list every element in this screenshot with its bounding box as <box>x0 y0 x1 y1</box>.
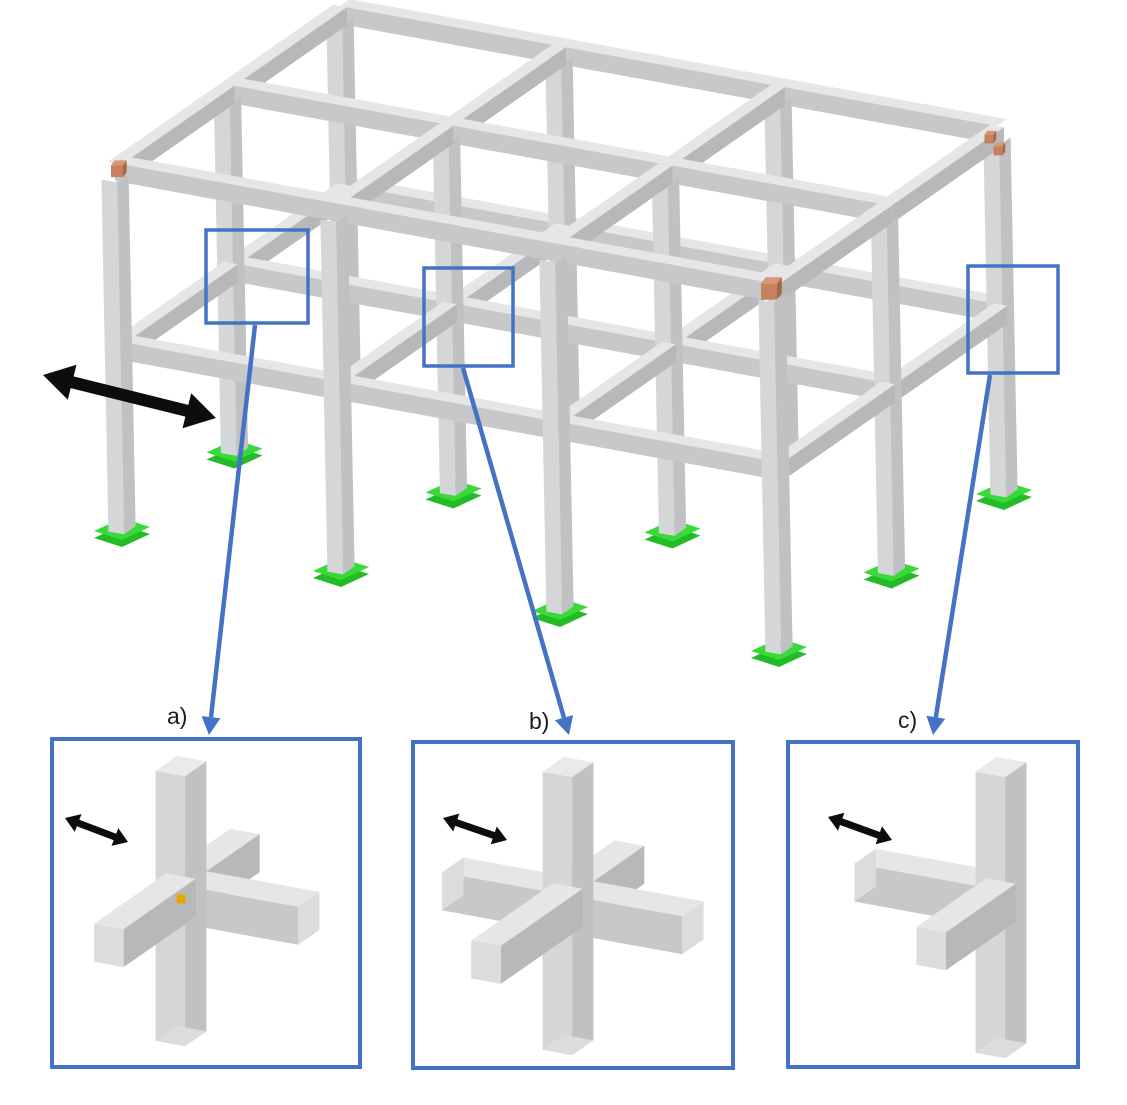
load-direction-arrow <box>43 364 216 429</box>
detail-label-c: c) <box>898 707 918 733</box>
connection-marker <box>176 894 186 904</box>
joint-detail-b <box>442 756 704 1056</box>
highlight-box-a <box>204 228 310 325</box>
highlight-box-b <box>422 266 515 368</box>
detail-arrow-a <box>65 814 128 846</box>
leader-arrow-a <box>201 324 258 735</box>
highlight-box-c <box>966 264 1060 375</box>
joint-detail-a <box>94 755 320 1047</box>
leader-arrow-b <box>460 367 574 735</box>
detail-label-b: b) <box>529 708 550 734</box>
joint-detail-c <box>854 756 1027 1059</box>
detail-arrow-c <box>828 812 892 845</box>
corner-markers <box>111 130 1006 300</box>
leader-arrow-c <box>926 374 993 735</box>
detail-arrow-b <box>443 813 507 845</box>
detail-label-a: a) <box>167 703 188 729</box>
